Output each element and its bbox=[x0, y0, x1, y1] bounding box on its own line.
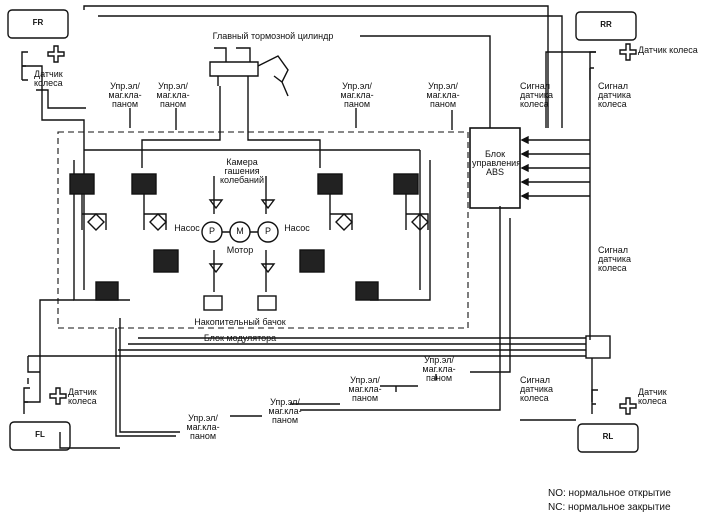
wheel-label-fl: FL bbox=[35, 430, 45, 439]
check-valves bbox=[87, 199, 429, 274]
valve-label-7: Упр.эл/ маг.кла- паном bbox=[268, 397, 302, 425]
wheel-box-fl bbox=[9, 421, 71, 451]
legend-nc: NC: нормальное закрытие bbox=[548, 502, 671, 513]
wire-bottom-1 bbox=[119, 318, 180, 433]
damper-lines bbox=[213, 176, 267, 292]
sensor-label-fr: Датчик колеса bbox=[34, 69, 63, 88]
wheel-label-rr: RR bbox=[600, 20, 612, 29]
wheel-label-fr: FR bbox=[32, 18, 44, 27]
pump-right-symbol: P bbox=[264, 226, 271, 236]
pipe-master-right bbox=[247, 86, 321, 168]
valve-rr-outlet bbox=[299, 249, 325, 273]
sensor-icon-fr bbox=[47, 45, 65, 63]
wheel-box-rr bbox=[575, 11, 637, 41]
wheel-box-rl bbox=[577, 423, 639, 453]
brake-pedal bbox=[257, 55, 289, 97]
signal-line-rr bbox=[522, 139, 590, 197]
bus-line-5 bbox=[27, 356, 40, 373]
valve-label-8: Упр.эл/ маг.кла- паном bbox=[186, 413, 220, 441]
sensor-icon-rr bbox=[619, 43, 637, 61]
signal-label-3: Сигнал датчика колеса bbox=[598, 245, 632, 273]
valve-rr-inlet bbox=[317, 173, 343, 195]
master-cylinder bbox=[209, 47, 259, 86]
junction-box bbox=[585, 335, 611, 359]
valve-label-4: Упр.эл/ маг.кла- паном bbox=[426, 81, 460, 109]
wire-top-2 bbox=[98, 15, 563, 128]
modulator-label: Блок модулятора bbox=[203, 333, 277, 343]
signal-label-2: Сигнал датчика колеса bbox=[598, 81, 632, 109]
sensor-icon-rl bbox=[619, 397, 637, 415]
valve-fr-outlet bbox=[153, 249, 179, 273]
sensor-icon-fl bbox=[49, 387, 67, 405]
pump-left-label: Насос bbox=[174, 223, 200, 233]
valve-group bbox=[69, 173, 419, 301]
signal-label-1: Сигнал датчика колеса bbox=[520, 81, 554, 109]
valve-rl-outlet bbox=[355, 281, 379, 301]
damping-chamber-label: Камера гашения колебаний bbox=[220, 157, 264, 185]
pipe-rr-line bbox=[545, 51, 596, 340]
wheel-box-fr bbox=[7, 9, 69, 39]
leader-lines bbox=[129, 108, 453, 392]
valve-label-5: Упр.эл/ маг.кла- паном bbox=[422, 355, 456, 383]
valve-label-1: Упр.эл/ маг.кла- паном bbox=[108, 81, 142, 109]
sensor-label-rr: Датчик колеса bbox=[638, 45, 698, 55]
valve-label-3: Упр.эл/ маг.кла- паном bbox=[340, 81, 374, 109]
master-cylinder-label: Главный тормозной цилиндр bbox=[212, 31, 334, 41]
wire-bottom-4 bbox=[300, 206, 501, 411]
wheel-label-rl: RL bbox=[602, 432, 614, 441]
wire-bottom-5 bbox=[59, 432, 120, 449]
arrow-heads bbox=[520, 135, 529, 201]
pump-left-symbol: P bbox=[208, 226, 215, 236]
sensor-label-fl: Датчик колеса bbox=[68, 387, 97, 406]
wire-top-3 bbox=[36, 89, 86, 109]
abs-control-unit bbox=[469, 127, 521, 209]
valve-label-2: Упр.эл/ маг.кла- паном bbox=[156, 81, 190, 109]
wire-top-4 bbox=[360, 35, 491, 128]
valve-fl-outlet bbox=[95, 281, 119, 301]
signal-label-4: Сигнал датчика колеса bbox=[520, 375, 554, 403]
brake-caliper-rl bbox=[591, 389, 598, 414]
pipe-fr-line bbox=[22, 65, 85, 150]
valve-label-6: Упр.эл/ маг.кла- паном bbox=[348, 375, 382, 403]
reservoir-label: Накопительный бачок bbox=[194, 317, 286, 327]
pipe-fl-line bbox=[24, 299, 74, 403]
brake-caliper-fl bbox=[23, 387, 30, 414]
valve-rl-inlet bbox=[393, 173, 419, 195]
reservoir-left bbox=[203, 295, 223, 311]
legend-no: NO: нормальное открытие bbox=[548, 488, 671, 499]
motor-symbol: M bbox=[236, 226, 244, 236]
sensor-label-rl: Датчик колеса bbox=[638, 387, 667, 406]
pipe-master-left bbox=[141, 86, 221, 168]
valve-fr-inlet bbox=[131, 173, 157, 195]
pump-right-label: Насос bbox=[284, 223, 310, 233]
abs-unit-label: Блок управления ABS bbox=[472, 149, 522, 177]
valve-fl-inlet bbox=[69, 173, 95, 195]
wire-top-1 bbox=[83, 5, 549, 128]
valve-pipes bbox=[81, 194, 429, 230]
wire-bottom-2 bbox=[115, 328, 176, 437]
brake-caliper-rr bbox=[589, 51, 596, 80]
modulator-enclosure bbox=[57, 131, 469, 329]
reservoir-right bbox=[257, 295, 277, 311]
wire-bottom-3 bbox=[230, 218, 511, 417]
motor-label: Мотор bbox=[226, 245, 254, 255]
